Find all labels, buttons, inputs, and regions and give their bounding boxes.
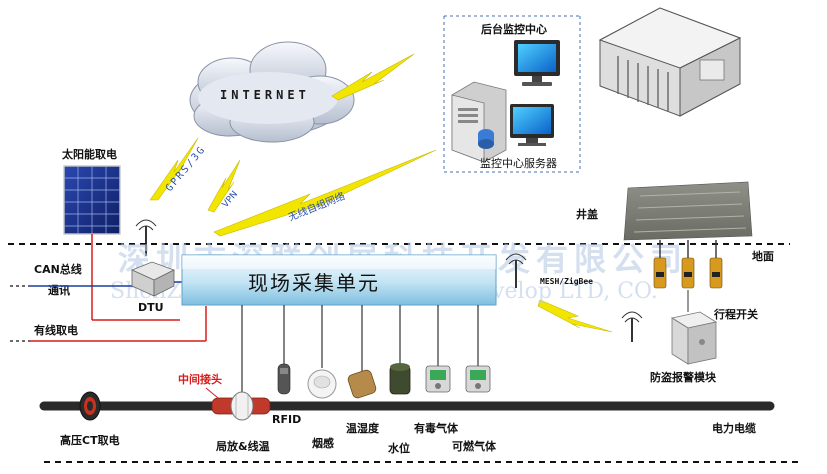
lightning-bolt-icon: [149, 53, 613, 333]
can-bus-label-line2: 通讯: [48, 284, 70, 297]
server-icon: [451, 81, 507, 163]
ct-power-label: 高压CT取电: [60, 433, 120, 447]
combustible-gas-label: 可燃气体: [452, 439, 497, 453]
monitor-icon: [514, 40, 560, 86]
mesh-zigbee-label: MESH/ZigBee: [540, 276, 593, 286]
manhole-cover-image: [623, 181, 753, 241]
joint-pointer: [205, 387, 219, 399]
solar-power-label: 太阳能取电: [61, 147, 117, 161]
ground-label: 地面: [752, 249, 774, 263]
wired-power-label: 有线取电: [34, 323, 78, 337]
dtu-label: DTU: [138, 301, 164, 314]
monitoring-center-label: 后台监控中心: [481, 22, 547, 36]
rfid-tag-icon: [277, 363, 291, 395]
anti-theft-antenna-icon: [621, 311, 643, 342]
solar-panel-icon: [63, 165, 121, 235]
monitoring-server-label: 监控中心服务器: [480, 156, 557, 170]
antenna-icon: [135, 219, 157, 256]
water-level-sensor-icon: [389, 363, 411, 395]
cable-joint-icon: [211, 391, 271, 421]
cable-label: 电力电缆: [712, 421, 756, 435]
rfid-label: RFID: [272, 413, 301, 426]
smoke-sensor-icon: [307, 369, 337, 399]
unit-antenna-icon: [505, 253, 527, 288]
field-collection-unit: [181, 254, 497, 306]
internet-label: INTERNET: [220, 88, 310, 102]
field-unit-label: 现场采集单元: [248, 271, 380, 295]
dtu-device-icon: [130, 261, 176, 297]
server-monitor-icon: [510, 104, 554, 146]
temp-humidity-label: 温湿度: [346, 421, 380, 435]
monitoring-center-frame: [443, 15, 581, 173]
gprs-label: GPRS/3G: [164, 144, 209, 194]
joint-label: 中间接头: [178, 372, 222, 386]
can-bus-label-line1: CAN总线: [34, 262, 82, 276]
data-center-building-icon: [598, 7, 742, 117]
water-level-label: 水位: [388, 441, 410, 455]
sensor-wires: [241, 305, 479, 404]
manhole-cover-label: 井盖: [576, 207, 598, 221]
temp-humidity-sensor-icon: [347, 369, 377, 399]
ct-coil-icon: [79, 391, 101, 421]
internet-cloud-icon: [189, 41, 355, 143]
toxic-gas-label: 有毒气体: [414, 421, 459, 435]
anti-theft-label: 防盗报警模块: [650, 370, 717, 384]
toxic-gas-detector-icon: [425, 365, 451, 393]
smoke-label: 烟感: [312, 436, 334, 450]
pd-temp-label: 局放&线温: [215, 439, 270, 453]
combustible-gas-detector-icon: [465, 365, 491, 393]
travel-switch-label: 行程开关: [713, 307, 758, 321]
anti-theft-module-icon: [670, 311, 718, 365]
travel-switch-icon: [653, 240, 723, 289]
